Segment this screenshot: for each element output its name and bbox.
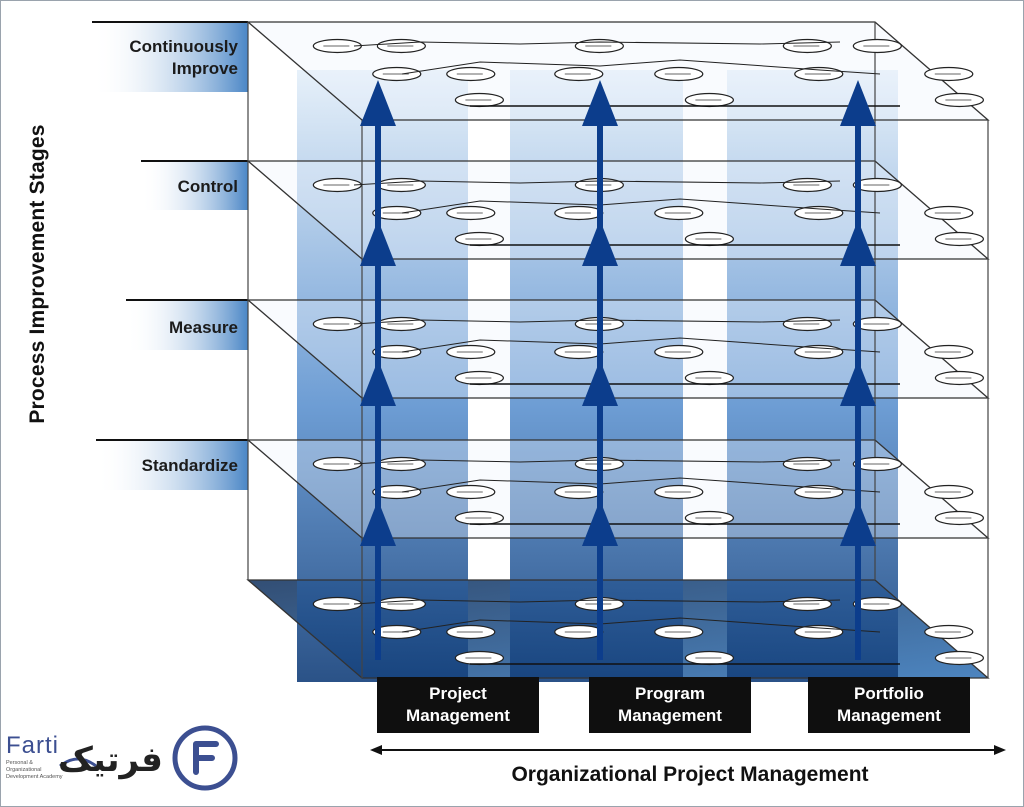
- stage-label-line: Continuously: [129, 37, 238, 56]
- upward-arrow-head: [582, 500, 618, 546]
- process-link: [401, 477, 881, 493]
- logo-subtitle-line: Personal &: [6, 760, 33, 766]
- domain-program-management: Program Management: [589, 677, 751, 733]
- stage-label-band: [141, 161, 248, 210]
- stage-label-line: Improve: [171, 59, 238, 78]
- process-link: [401, 337, 881, 353]
- process-improvement-stages-label: Process Improvement Stages: [26, 124, 49, 424]
- organizational-project-management-title: Organizational Project Management: [511, 763, 869, 786]
- process-link: [353, 319, 841, 325]
- upward-arrow-head: [360, 360, 396, 406]
- stage-label-band: [92, 22, 248, 92]
- domain-line: Management: [618, 706, 722, 725]
- opm-span-arrow-left-head: [370, 745, 382, 755]
- upward-arrow-head: [360, 80, 396, 126]
- domain-line: Program: [635, 684, 705, 703]
- domain-line: Project: [429, 684, 487, 703]
- upward-arrow-head: [360, 220, 396, 266]
- logo-subtitle-line: Organizational: [6, 767, 42, 773]
- process-link: [401, 617, 881, 633]
- fartik-logo: [59, 725, 238, 791]
- upward-arrow-head: [582, 80, 618, 126]
- domain-project-management: Project Management: [377, 677, 539, 733]
- domain-line: Portfolio: [854, 684, 924, 703]
- domain-portfolio-management: Portfolio Management: [808, 677, 970, 733]
- process-link: [353, 459, 841, 465]
- process-link: [353, 180, 841, 186]
- stage-label-line: Measure: [169, 318, 238, 337]
- stage-label-continuously-improve: Continuously Improve: [129, 36, 238, 80]
- stage-label-line: Control: [177, 177, 238, 196]
- upward-arrow-head: [582, 360, 618, 406]
- logo-latin-text: Farti: [6, 732, 59, 759]
- process-link: [401, 59, 881, 75]
- opm-span-arrow-right-head: [994, 745, 1006, 755]
- stage-label-control: Control: [178, 176, 238, 198]
- upward-arrow-head: [840, 360, 876, 406]
- stage-label-line: Standardize: [141, 456, 238, 475]
- domain-line: Management: [837, 706, 941, 725]
- logo-ring-icon: [172, 725, 238, 791]
- stage-label-measure: Measure: [169, 317, 238, 339]
- process-link: [401, 198, 881, 214]
- process-link: [353, 599, 841, 605]
- logo-persian-text: فرتیک: [58, 740, 163, 780]
- upward-arrow-head: [840, 500, 876, 546]
- stage-label-standardize: Standardize: [142, 455, 238, 477]
- upward-arrow-head: [840, 220, 876, 266]
- process-link: [353, 41, 841, 47]
- stage-label-band: [126, 300, 248, 350]
- domain-line: Management: [406, 706, 510, 725]
- logo-swoosh-icon: [59, 757, 97, 768]
- logo-subtitle-line: Development Academy: [6, 774, 63, 780]
- stage-label-band: [96, 440, 248, 490]
- upward-arrow-head: [360, 500, 396, 546]
- logo-f-icon: [193, 741, 219, 775]
- upward-arrow-head: [582, 220, 618, 266]
- upward-arrow-head: [840, 80, 876, 126]
- logo-subtitle: Personal & Organizational Development Ac…: [6, 760, 86, 781]
